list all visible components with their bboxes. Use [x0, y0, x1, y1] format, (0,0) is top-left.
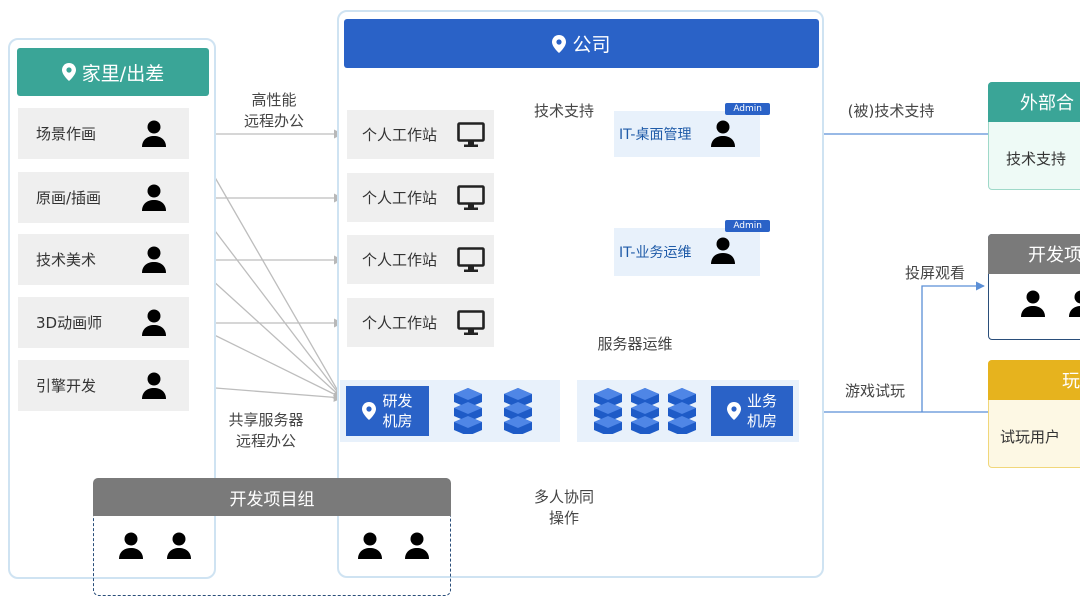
- label-multi-collab: 多人协同操作: [533, 488, 594, 527]
- person-icon: [118, 532, 144, 564]
- it-desktop-label: IT-桌面管理: [619, 127, 692, 143]
- role-scene-painting: 场景作画: [18, 108, 189, 159]
- label-shared-server: 共享服务器远程办公: [228, 411, 304, 450]
- admin-badge: Admin: [725, 220, 770, 232]
- server-stack-icon: [592, 388, 624, 438]
- rd-room-text: 研发 机房: [382, 392, 413, 430]
- label-game-test: 游戏试玩: [844, 382, 905, 400]
- person-icon: [141, 184, 167, 216]
- external-support-item: 技术支持: [1006, 150, 1067, 168]
- workstation-4: 个人工作站: [347, 298, 494, 347]
- it-desktop-management: IT-桌面管理 Admin: [614, 103, 770, 157]
- dev-group-header: 开发项目组: [93, 478, 451, 516]
- label-tech-support: 技术支持: [533, 102, 594, 120]
- role-label: 引擎开发: [36, 377, 97, 395]
- external-partner-header: 外部合: [988, 82, 1080, 122]
- location-pin-icon: [362, 402, 377, 420]
- monitor-icon: [457, 310, 485, 340]
- workstation-3: 个人工作站: [347, 235, 494, 284]
- person-icon: [710, 120, 736, 152]
- biz-room-text: 业务 机房: [746, 392, 777, 430]
- dev-team-header: 开发项: [988, 234, 1080, 274]
- role-label: 场景作画: [36, 125, 97, 143]
- home-header: 家里/出差: [17, 48, 209, 96]
- label-external-support: (被)技术支持: [847, 102, 935, 120]
- role-label: 原画/插画: [36, 189, 102, 207]
- server-stack-icon: [452, 388, 484, 438]
- role-concept-art: 原画/插画: [18, 172, 189, 223]
- label-high-perf: 高性能远程办公: [243, 91, 304, 130]
- workstation-label: 个人工作站: [362, 251, 438, 269]
- it-ops-label: IT-业务运维: [619, 245, 692, 261]
- monitor-icon: [457, 122, 485, 152]
- person-icon: [141, 309, 167, 341]
- role-label: 技术美术: [36, 251, 97, 269]
- location-pin-icon: [61, 63, 76, 81]
- workstation-label: 个人工作站: [362, 189, 438, 207]
- role-engine-dev: 引擎开发: [18, 360, 189, 411]
- person-icon: [357, 532, 383, 564]
- label-screen-watch: 投屏观看: [904, 264, 965, 282]
- role-tech-art: 技术美术: [18, 234, 189, 285]
- person-icon: [141, 372, 167, 404]
- admin-badge: Admin: [725, 103, 770, 115]
- monitor-icon: [457, 185, 485, 215]
- company-header: 公司: [344, 19, 819, 68]
- role-label: 3D动画师: [36, 314, 103, 332]
- company-title: 公司: [572, 34, 611, 56]
- workstation-2: 个人工作站: [347, 173, 494, 222]
- workstation-label: 个人工作站: [362, 314, 438, 332]
- server-stack-icon: [666, 388, 698, 438]
- dev-group-title: 开发项目组: [229, 489, 315, 510]
- location-pin-icon: [552, 34, 567, 53]
- person-icon: [710, 237, 736, 269]
- person-icon: [166, 532, 192, 564]
- location-pin-icon: [726, 402, 741, 420]
- biz-room-label: 业务 机房: [711, 386, 793, 436]
- person-icon: [1020, 290, 1046, 322]
- person-icon: [404, 532, 430, 564]
- workstation-1: 个人工作站: [347, 110, 494, 159]
- role-3d-animator: 3D动画师: [18, 297, 189, 348]
- players-header: 玩: [988, 360, 1080, 400]
- workstation-label: 个人工作站: [362, 126, 438, 144]
- rd-room-label: 研发 机房: [346, 386, 429, 436]
- it-business-ops: IT-业务运维 Admin: [614, 220, 770, 276]
- server-stack-icon: [629, 388, 661, 438]
- person-icon: [141, 246, 167, 278]
- server-stack-icon: [502, 388, 534, 438]
- label-server-ops: 服务器运维: [597, 335, 673, 353]
- monitor-icon: [457, 247, 485, 277]
- players-item: 试玩用户: [1000, 428, 1061, 446]
- person-icon: [1068, 290, 1080, 322]
- home-title: 家里/出差: [81, 62, 165, 85]
- person-icon: [141, 120, 167, 152]
